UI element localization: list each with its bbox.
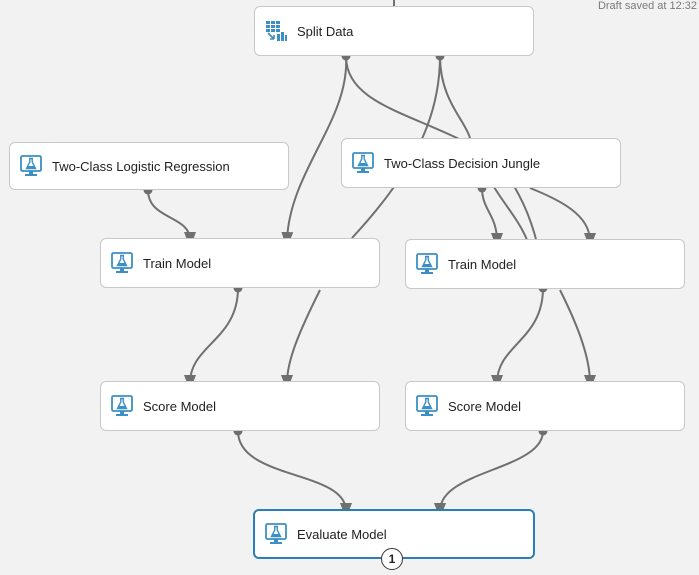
train-model-module-right[interactable]: Train Model — [405, 239, 685, 289]
score-model-module-right[interactable]: Score Model — [405, 381, 685, 431]
flask-monitor-icon — [111, 395, 133, 416]
module-label: Two-Class Decision Jungle — [384, 155, 541, 171]
score-model-module-left[interactable]: Score Model — [100, 381, 380, 431]
module-label: Score Model — [143, 398, 216, 414]
module-label: Evaluate Model — [297, 526, 387, 542]
wire-score-evaluate-right — [434, 430, 544, 519]
wire-split-train-left — [281, 55, 348, 248]
flask-monitor-icon — [20, 155, 42, 176]
flask-monitor-icon — [111, 252, 133, 273]
module-label: Train Model — [448, 256, 517, 272]
output-count-badge[interactable]: 1 — [381, 548, 403, 570]
flask-monitor-icon — [416, 395, 438, 416]
decision-jungle-module[interactable]: Two-Class Decision Jungle — [341, 138, 621, 188]
flask-monitor-icon — [352, 152, 374, 173]
wire-logistic-train — [147, 189, 196, 248]
wire-split-score-right — [559, 289, 596, 391]
wire-train-score-right — [491, 287, 544, 391]
module-label: Score Model — [448, 398, 521, 414]
wire-score-evaluate-left — [237, 430, 352, 519]
train-model-module-left[interactable]: Train Model — [100, 238, 380, 288]
logistic-regression-module[interactable]: Two-Class Logistic Regression — [9, 142, 289, 190]
flask-monitor-icon — [416, 253, 438, 274]
wire-split-train-right-a — [439, 55, 471, 139]
split-data-icon — [266, 21, 287, 41]
module-label: Split Data — [297, 23, 354, 39]
draft-status: Draft saved at 12:32 — [597, 0, 697, 12]
wire-jungle-train — [481, 187, 503, 249]
wire-train-score-left — [184, 287, 239, 391]
wire-split-train-right-b — [493, 186, 528, 241]
split-data-module[interactable]: Split Data — [254, 6, 534, 56]
wire-split-score-left-b — [281, 289, 321, 391]
flask-monitor-icon — [265, 523, 287, 544]
module-label: Two-Class Logistic Regression — [52, 158, 230, 174]
wire-jungle-train-b — [529, 187, 596, 249]
module-label: Train Model — [143, 255, 212, 271]
